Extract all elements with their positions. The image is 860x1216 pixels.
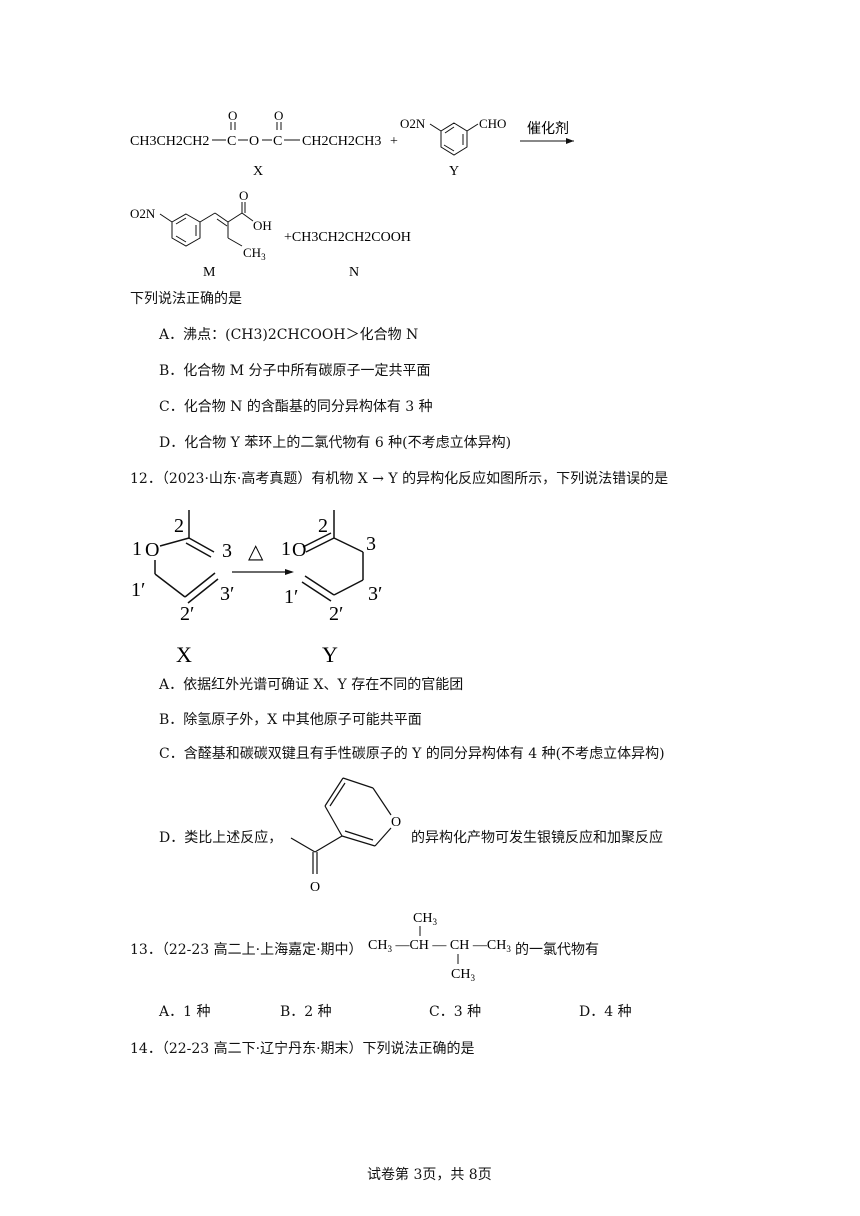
q13-ch3-bottom: CH3 — [451, 967, 475, 983]
q13-ch3-top: CH3 — [413, 911, 437, 927]
isomerization-diagram: 2 1 O 3 1′ 2′ 3′ △ 2 1 O 3 1′ 2′ 3′ X Y — [131, 510, 382, 667]
y-n2p: 2′ — [329, 603, 343, 625]
q13-stem-prefix: 13．（22-23 高二上·上海嘉定·期中） — [130, 942, 363, 958]
x-o1: O — [228, 108, 237, 123]
x-n1p: 1′ — [131, 579, 145, 601]
m-oh: OH — [253, 218, 272, 233]
m-no2: O2N — [130, 206, 156, 221]
q11-stem: 下列说法正确的是 — [130, 291, 242, 307]
q11-option-c[interactable]: C．化合物 N 的含酯基的同分异构体有 3 种 — [159, 399, 433, 415]
x-right-chain: CH2CH2CH3 — [302, 134, 381, 149]
q12-option-b[interactable]: B．除氢原子外，X 中其他原子可能共平面 — [159, 712, 422, 728]
q12-option-d-prefix[interactable]: D．类比上述反应， — [159, 830, 283, 846]
d-ketone-o: O — [310, 880, 320, 895]
q12-label-y: Y — [322, 642, 338, 667]
x-mid-o: O — [249, 134, 259, 149]
x-n2: 2 — [174, 515, 184, 537]
y-o: O — [292, 539, 306, 561]
q13-main-chain: CH3 —CH — CH —CH3 — [368, 938, 511, 954]
x-n2p: 2′ — [180, 603, 194, 625]
x-o2: O — [274, 108, 283, 123]
label-n: N — [349, 265, 359, 280]
label-y: Y — [449, 164, 459, 179]
x-carbonyl-c1: C — [227, 134, 236, 149]
page-footer: 试卷第 3页，共 8页 — [367, 1167, 492, 1183]
label-m: M — [203, 265, 216, 280]
y-n1p: 1′ — [284, 586, 298, 608]
label-x: X — [253, 164, 263, 179]
q13-option-d[interactable]: D．4 种 — [579, 1004, 632, 1020]
y-n1: 1 — [281, 538, 291, 560]
x-left-chain: CH3CH2CH2 — [130, 134, 209, 149]
m-o: O — [239, 188, 248, 203]
q11-option-a[interactable]: A．沸点：(CH3)2CHCOOH＞化合物 N — [159, 327, 419, 343]
reaction-scheme-11: CH3CH2CH2 C O O C O CH2CH2CH3 + X O2N CH… — [130, 108, 574, 280]
x-n3p: 3′ — [220, 583, 234, 605]
q13-structure: CH3 CH3 —CH — CH —CH3 CH3 — [368, 911, 511, 983]
q14-stem: 14．（22-23 高二下·辽宁丹东·期末）下列说法正确的是 — [130, 1041, 475, 1057]
q13-option-c[interactable]: C．3 种 — [429, 1004, 482, 1020]
q12-option-a[interactable]: A．依据红外光谱可确证 X、Y 存在不同的官能团 — [159, 677, 464, 693]
d-ring-o: O — [391, 815, 401, 830]
q12-option-c[interactable]: C．含醛基和碳碳双键且有手性碳原子的 Y 的同分异构体有 4 种(不考虑立体异构… — [159, 746, 665, 762]
heat-symbol: △ — [248, 541, 264, 563]
x-carbonyl-c2: C — [273, 134, 282, 149]
q13-option-b[interactable]: B．2 种 — [280, 1004, 332, 1020]
x-o: O — [145, 539, 159, 561]
x-n3: 3 — [222, 540, 232, 562]
catalyst-label: 催化剂 — [527, 121, 569, 137]
n-formula: +CH3CH2CH2COOH — [284, 230, 411, 245]
q11-option-b[interactable]: B．化合物 M 分子中所有碳原子一定共平面 — [159, 363, 431, 379]
q13-option-a[interactable]: A．1 种 — [159, 1004, 211, 1020]
y-no2: O2N — [400, 116, 426, 131]
y-cho: CHO — [479, 116, 506, 131]
q12-stem: 12．（2023·山东·高考真题）有机物 X → Y 的异构化反应如图所示，下列… — [130, 471, 669, 487]
y-n2: 2 — [318, 515, 328, 537]
option-d-structure: O O — [290, 777, 401, 895]
y-n3p: 3′ — [368, 583, 382, 605]
q12-label-x: X — [176, 642, 192, 667]
q11-option-d[interactable]: D．化合物 Y 苯环上的二氯代物有 6 种(不考虑立体异构) — [159, 435, 512, 451]
q12-option-d-suffix[interactable]: 的异构化产物可发生银镜反应和加聚反应 — [411, 830, 663, 846]
q13-stem-suffix: 的一氯代物有 — [515, 942, 599, 958]
m-ch3: CH3 — [243, 245, 266, 262]
x-n1: 1 — [132, 538, 142, 560]
plus-sign: + — [390, 134, 398, 149]
y-n3: 3 — [366, 533, 376, 555]
